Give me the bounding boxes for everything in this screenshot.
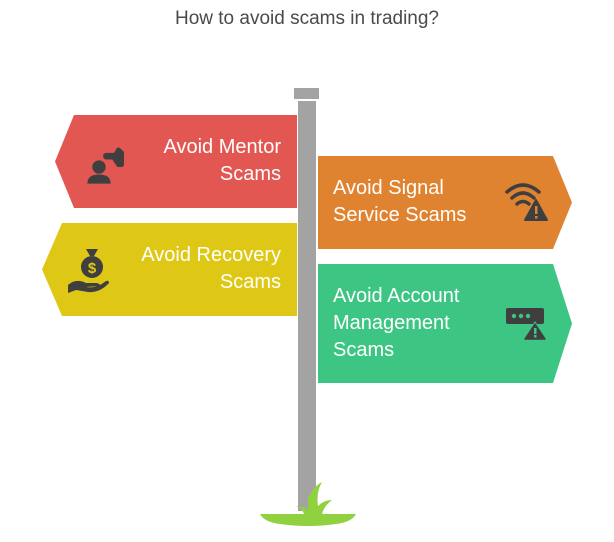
sign-mentor-line2: Scams [219, 163, 281, 185]
sign-recovery-scams: $ Avoid Recovery Scams [42, 223, 297, 316]
sign-shape-right [318, 156, 572, 249]
sign-mentor-line1: Avoid Mentor [163, 136, 281, 158]
svg-text:$: $ [88, 260, 97, 277]
wifi-warning-icon [503, 178, 549, 229]
signpost-cap [294, 88, 319, 99]
diagram-title: How to avoid scams in trading? [174, 8, 439, 29]
sign-shape-left [42, 223, 297, 316]
sign-mentor-scams: Avoid Mentor Scams [55, 115, 297, 208]
sign-account-line1: Avoid Account [333, 285, 460, 307]
sign-recovery-line1: Avoid Recovery [141, 244, 281, 266]
sign-shape-right [318, 264, 572, 383]
grass-ground [256, 478, 360, 528]
sign-shape-left [55, 115, 297, 208]
sign-signal-service-scams: Avoid Signal Service Scams [318, 156, 572, 249]
money-bag-hand-icon: $ [66, 245, 110, 300]
sign-account-line2: Management [333, 312, 450, 334]
sign-recovery-line2: Scams [219, 271, 281, 293]
sign-account-management-scams: Avoid Account Management Scams [318, 264, 572, 383]
mentor-person-icon [79, 137, 129, 192]
signpost-pole [298, 101, 316, 511]
sign-signal-line1: Avoid Signal [333, 177, 444, 199]
password-warning-icon [504, 304, 550, 349]
sign-account-line3: Scams [333, 339, 395, 361]
sign-signal-line2: Service Scams [333, 204, 467, 226]
